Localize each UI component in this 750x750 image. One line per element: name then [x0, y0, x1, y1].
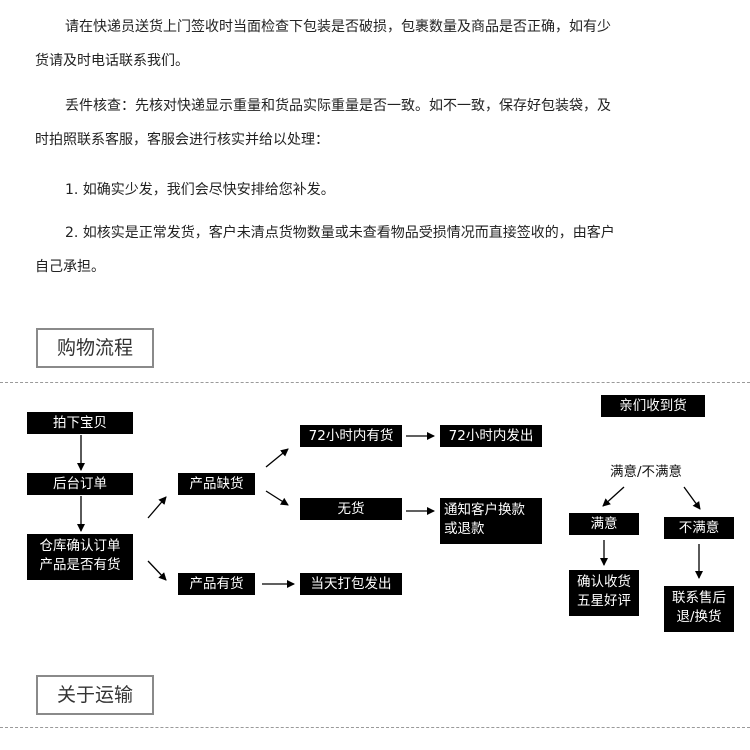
- flow-step-received: 亲们收到货: [601, 395, 705, 417]
- flow-step-no-stock: 无货: [300, 498, 402, 520]
- arrow-satisfaction-to-unsatisfied: [683, 486, 701, 510]
- notice-paragraph-4: 2. 如核实是正常发货，客户未清点货物数量或未查看物品受损情况而直接签收的，由客…: [35, 225, 615, 275]
- notice-paragraph-3: 1. 如确实少发，我们会尽快安排给您补发。: [65, 182, 335, 198]
- flow-step-bid: 拍下宝贝: [27, 412, 133, 434]
- arrow-out-of-stock-to-no-stock: [265, 490, 289, 506]
- flow-step-out-of-stock: 产品缺货: [178, 473, 255, 495]
- flow-step-restock-72h: 72小时内有货: [300, 425, 402, 447]
- notice-paragraph-2: 丢件核查：先核对快递显示重量和货品实际重量是否一致。如不一致，保存好包装袋，及 …: [35, 98, 611, 148]
- flow-step-contact-aftersales: 联系售后 退/换货: [664, 586, 734, 632]
- arrow-out-of-stock-to-restock: [265, 448, 289, 468]
- flow-step-satisfied: 满意: [569, 513, 639, 535]
- flow-step-pack-today: 当天打包发出: [300, 573, 402, 595]
- flow-step-in-stock: 产品有货: [178, 573, 255, 595]
- section-title-shopping-process: 购物流程: [36, 328, 154, 368]
- flow-step-confirm-receipt: 确认收货 五星好评: [569, 570, 639, 616]
- flow-step-unsatisfied: 不满意: [664, 517, 734, 539]
- arrow-satisfaction-to-satisfied: [602, 486, 625, 507]
- flow-step-notify-customer: 通知客户换款 或退款: [440, 498, 542, 544]
- flow-step-backend-order: 后台订单: [27, 473, 133, 495]
- section-divider-bottom: [0, 727, 750, 728]
- notice-paragraph-1: 请在快递员送货上门签收时当面检查下包装是否破损，包裹数量及商品是否正确，如有少 …: [35, 19, 611, 69]
- arrow-warehouse-to-out-of-stock: [147, 496, 167, 519]
- arrow-warehouse-to-in-stock: [147, 560, 167, 581]
- flow-step-ship-72h: 72小时内发出: [440, 425, 542, 447]
- section-title-shipping: 关于运输: [36, 675, 154, 715]
- section-divider: [0, 382, 750, 383]
- flow-label-satisfaction: 满意/不满意: [610, 464, 683, 480]
- flow-step-warehouse-check: 仓库确认订单 产品是否有货: [27, 534, 133, 580]
